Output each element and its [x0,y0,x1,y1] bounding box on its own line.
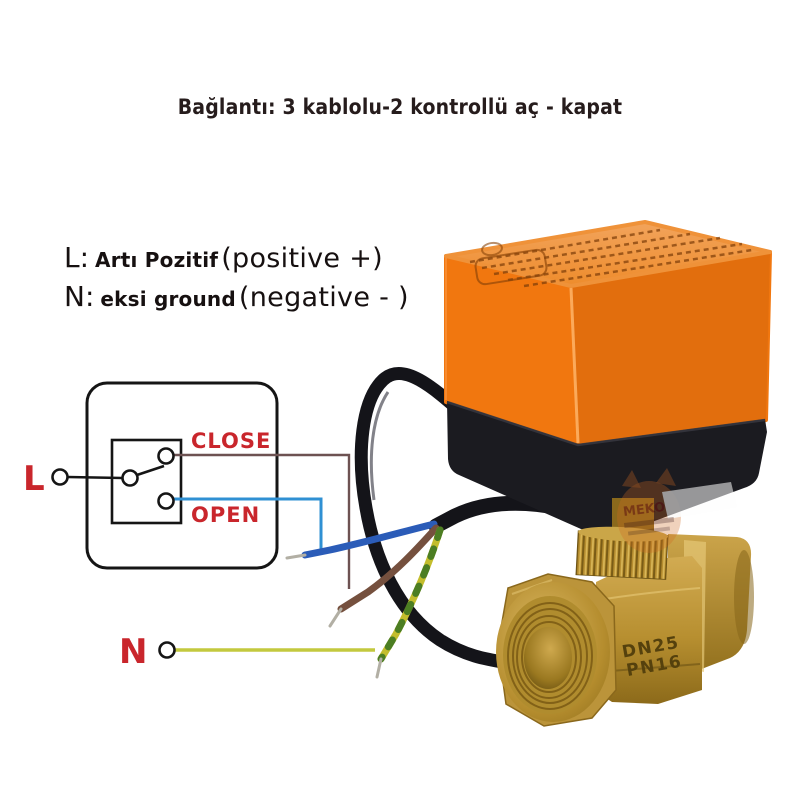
wiring-diagram: CLOSE OPEN L N [23,381,375,672]
valve-left-port-bore [524,627,572,689]
legend-line-neutral: N: eksi ground (negative - ) [64,280,409,313]
live-lead-line [67,475,123,480]
page-title-text: Bağlantı: 3 kablolu-2 kontrollü aç - kap… [177,95,623,119]
watermark-ear-left [622,470,641,488]
earth-wire-bare-tip [375,657,383,679]
actuator-top-engraved-markings [469,228,753,288]
brass-ball-valve: DN25 PN16 [496,526,754,727]
open-terminal-circle [157,492,175,510]
valve-right-end-shade [734,550,754,644]
neutral-terminal-label: N [119,632,147,672]
legend-live-terminal: L: [64,241,90,274]
legend-live-turkish: Artı Pozitif [95,248,219,272]
watermark-text-line2 [623,516,675,529]
open-wire-route [173,497,323,554]
actuator-base-top-edge [446,400,766,447]
switch-lever [136,464,165,477]
actuator-right-face-shade [571,252,770,445]
knurled-stem-nut [575,526,669,580]
close-label: CLOSE [191,429,271,453]
legend-neutral-turkish: eksi ground [100,287,236,311]
watermark-text-line3 [627,526,671,536]
brown-wire-bare-tip [328,607,343,628]
actuator-corner-highlight [569,287,580,444]
cable-gloss-highlight [369,391,390,501]
legend-neutral-terminal: N: [64,280,95,313]
common-terminal-circle [121,469,139,487]
actuator-box [444,220,772,447]
valve-center-body [594,556,702,704]
neutral-terminal-circle [158,641,176,659]
legend-neutral-english: (negative - ) [238,282,409,313]
legend-line-live: L: Artı Pozitif (positive +) [64,241,383,274]
close-terminal-circle [157,447,175,465]
brown-wire [337,524,440,613]
watermark-ear-right [656,468,676,486]
blue-wire [301,520,438,559]
actuator-label-stamp-outline [474,248,548,286]
live-terminal-circle [51,468,69,486]
valve-left-port-threads [507,602,593,710]
page-title: Bağlantı: 3 kablolu-2 kontrollü aç - kap… [0,95,800,119]
blue-wire-bare-tip [285,553,307,560]
product-photo: DN25 PN16 [285,220,772,727]
legend-live-english: (positive +) [221,243,383,274]
open-label: OPEN [191,503,260,527]
valve-hex-facet-top [597,587,701,601]
power-cable-loop [354,367,522,671]
watermark-text: MEKO [622,500,666,520]
watermark-logo: MEKO [617,468,737,553]
live-terminal-label: L [23,459,45,499]
earth-wire-green-stripe [377,526,444,663]
watermark-white-band [662,482,737,519]
actuator-label-stamp-circle [481,241,503,257]
